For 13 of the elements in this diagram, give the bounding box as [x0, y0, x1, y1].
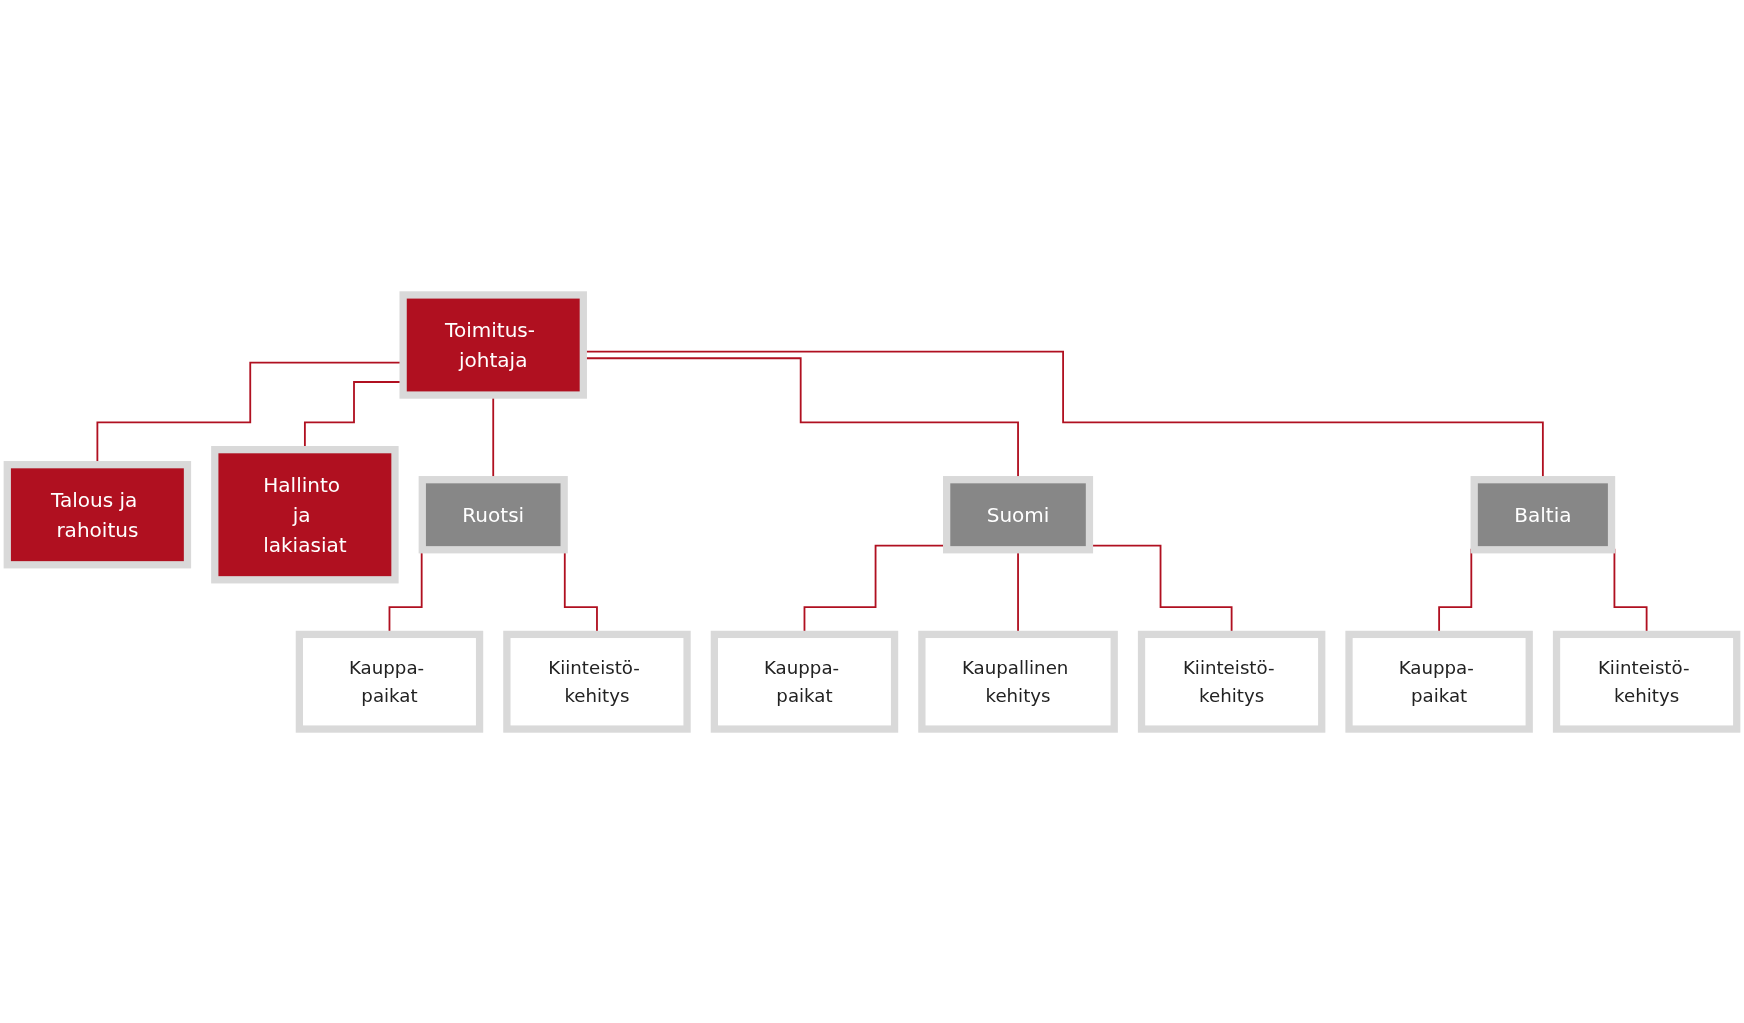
- node-box: Toimitus- johtaja: [399, 290, 587, 399]
- node-box: Kauppa- paikat: [710, 630, 899, 733]
- node-box: Kauppa- paikat: [295, 630, 484, 733]
- node-box: Baltia: [1470, 475, 1616, 553]
- node-box: Suomi: [943, 475, 1094, 553]
- node-box: Kauppa- paikat: [1345, 630, 1533, 733]
- node-box: Kaupallinen kehitys: [918, 630, 1118, 733]
- node-box: Kiinteistö- kehitys: [1137, 630, 1326, 733]
- node-box: Kiinteistö- kehitys: [1552, 630, 1741, 733]
- node-box: Hallinto ja lakiasiat: [211, 445, 399, 583]
- node-box: Ruotsi: [418, 475, 568, 553]
- node-box: Talous ja rahoitus: [3, 460, 192, 568]
- node-box: Kiinteistö- kehitys: [503, 630, 691, 733]
